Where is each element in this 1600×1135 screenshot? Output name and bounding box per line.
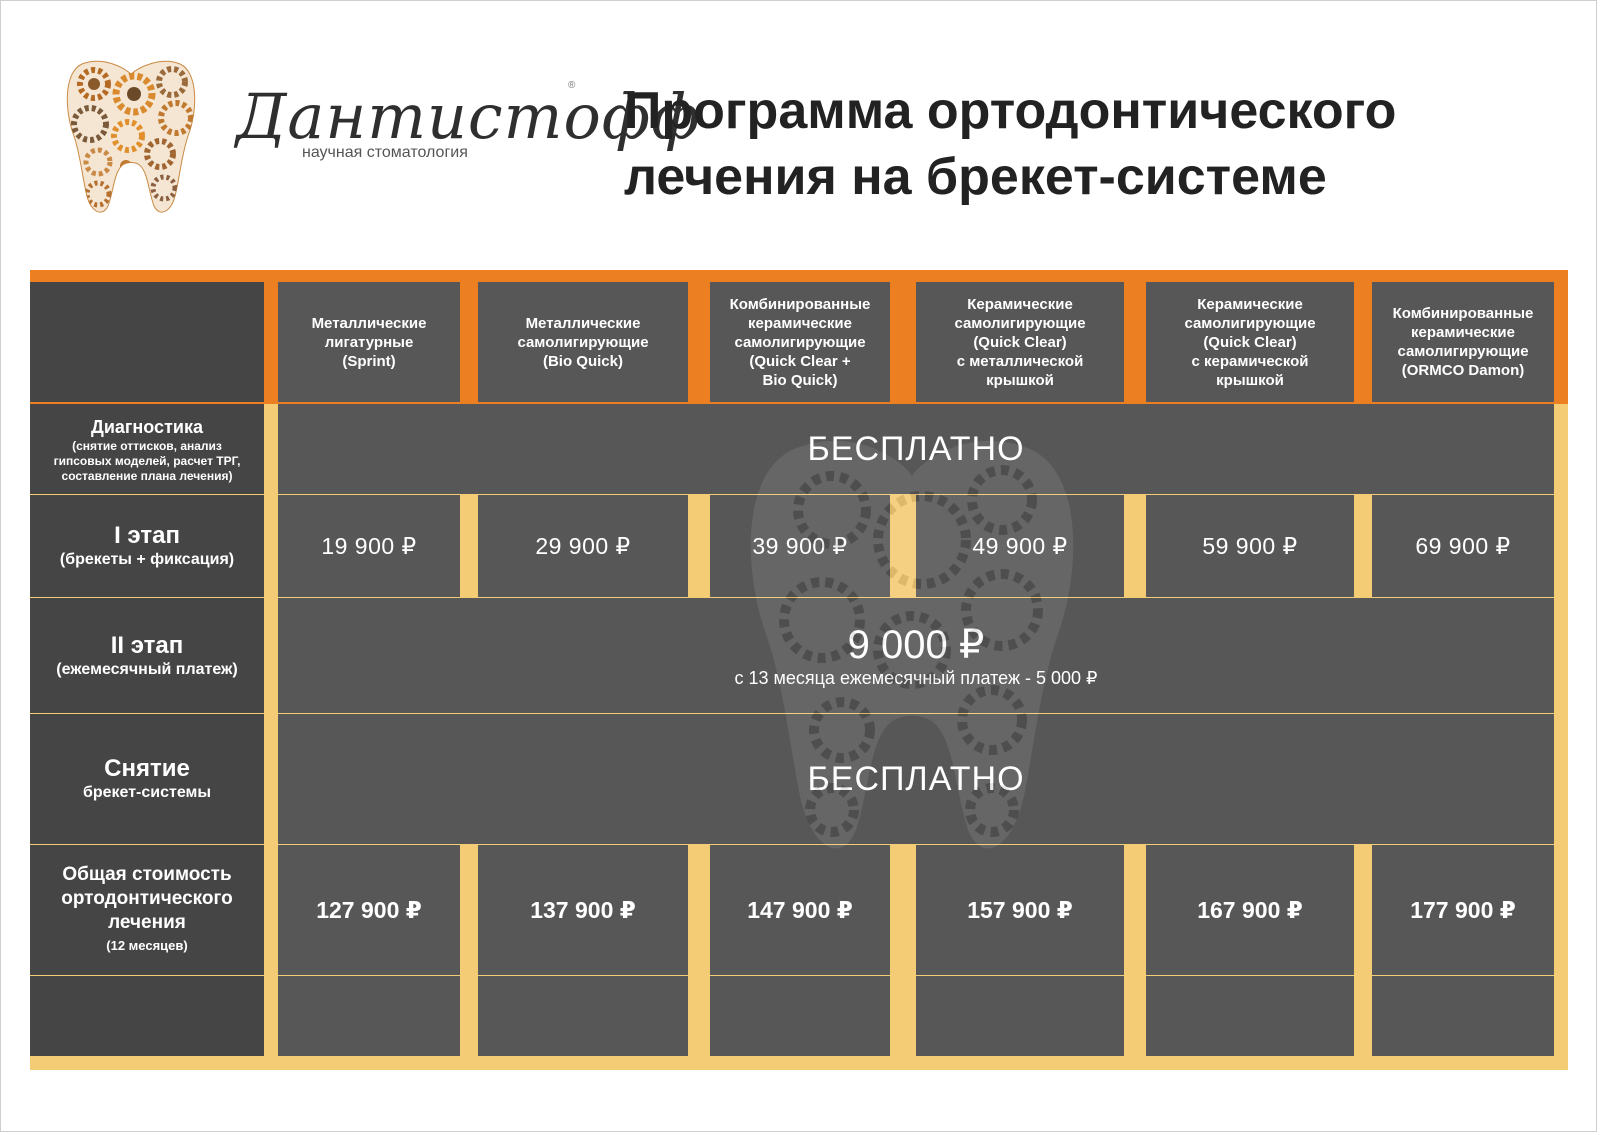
row-title: Снятие [104,755,190,782]
stage1-price-cell: 69 900 ₽ [1372,495,1554,597]
row-detail: составление плана лечения) [61,468,233,483]
total-price-cell: 157 900 ₽ [916,845,1124,975]
tooth-watermark [750,440,1074,849]
header-line: керамические [748,314,852,332]
total-value: 177 900 ₽ [1410,896,1516,923]
page-title: Программа ортодонтического лечения на бр… [624,78,1584,210]
header-line: Bio Quick) [762,371,838,389]
header-line: крышкой [986,371,1054,389]
row-title: I этап [114,522,180,549]
header-line: (Sprint) [342,352,396,370]
column-header: Комбинированные керамические самолигирую… [710,282,890,402]
stage1-price-cell: 59 900 ₽ [1146,495,1354,597]
stage2-value-cell: 9 000 ₽ с 13 месяца ежемесячный платеж -… [278,598,1554,713]
header-line: Металлические [525,314,641,332]
total-price-cell: 177 900 ₽ [1372,845,1554,975]
empty-cell [1372,976,1554,1056]
brand-tagline: научная стоматология [302,144,468,161]
removal-value-cell: БЕСПЛАТНО [278,714,1554,844]
row-label-removal: Снятие брекет-системы [30,714,264,844]
row-subtitle: брекет-системы [82,784,212,801]
price-value: 59 900 ₽ [1202,532,1298,559]
header-line: самолигирующие [734,333,866,351]
registered-mark: ® [568,80,576,91]
row-detail: гипсовых моделей, расчет ТРГ, [53,453,241,468]
monthly-payment: 9 000 ₽ [848,622,985,668]
row-title: Общая стоимость [62,864,232,885]
row-title: лечения [108,912,186,933]
column-header: Керамические самолигирующие (Quick Clear… [916,282,1124,402]
header-line: Комбинированные [1392,305,1534,322]
column-header: Керамические самолигирующие (Quick Clear… [1146,282,1354,402]
empty-cell [478,976,688,1056]
monthly-payment-note: с 13 месяца ежемесячный платеж - 5 000 ₽ [734,668,1098,688]
row-subtitle: (12 месяцев) [106,938,188,953]
header-line: крышкой [1216,371,1284,389]
header-line: с керамической [1191,352,1309,370]
total-value: 157 900 ₽ [967,896,1073,923]
header-line: (ORMCO Damon) [1401,362,1525,379]
brand-name: Дантистофф [236,80,701,153]
empty-cell [710,976,890,1056]
header-line: (Quick Clear + [749,352,851,370]
empty-cell [278,976,460,1056]
header-line: лигатурные [324,333,414,351]
diagnostics-free-label: БЕСПЛАТНО [807,429,1025,468]
row-label-stage2: II этап (ежемесячный платеж) [30,598,264,713]
row-label-diagnostics: Диагностика (снятие оттисков, анализ гип… [30,404,264,494]
total-price-cell: 137 900 ₽ [478,845,688,975]
header-line: Керамические [1197,295,1303,313]
header-line: (Quick Clear) [1203,333,1297,351]
row-title: ортодонтического [61,888,233,909]
empty-cell [1146,976,1354,1056]
price-value: 69 900 ₽ [1415,532,1511,559]
header-line: с металлической [956,352,1084,370]
row-label-stage1: I этап (брекеты + фиксация) [30,495,264,597]
column-header: Комбинированные керамические самолигирую… [1372,282,1554,402]
header-line: Комбинированные [729,295,871,313]
total-value: 147 900 ₽ [747,896,853,923]
column-header: Металлические лигатурные (Sprint) [278,282,460,402]
header-line: (Quick Clear) [973,333,1067,351]
row-subtitle: (ежемесячный платеж) [56,660,238,678]
total-value: 127 900 ₽ [316,896,422,923]
empty-cell [916,976,1124,1056]
total-price-cell: 147 900 ₽ [710,845,890,975]
total-price-cell: 127 900 ₽ [278,845,460,975]
row-label-total: Общая стоимость ортодонтического лечения… [30,845,264,975]
title-line-1: Программа ортодонтического [624,82,1397,140]
header-line: Керамические [967,295,1073,313]
corner-cell [30,282,264,402]
stage1-price-cell: 39 900 ₽ [710,495,890,597]
header-line: самолигирующие [1184,314,1316,332]
stage1-price-cell: 19 900 ₽ [278,495,460,597]
total-value: 137 900 ₽ [530,896,636,923]
header-line: самолигирующие [517,333,649,351]
title-line-2: лечения на брекет-системе [624,148,1327,206]
header-line: самолигирующие [1397,343,1529,360]
row-detail: (снятие оттисков, анализ [72,438,222,453]
price-value: 39 900 ₽ [752,533,847,560]
row-title: II этап [110,631,184,659]
row-subtitle: (брекеты + фиксация) [59,551,235,568]
header-line: керамические [1411,324,1515,341]
total-value: 167 900 ₽ [1197,896,1303,923]
stage1-price-cell: 49 900 ₽ [916,495,1124,597]
row-label-empty [30,976,264,1056]
price-value: 49 900 ₽ [972,533,1067,560]
header-line: самолигирующие [954,314,1086,332]
diagnostics-value-cell: БЕСПЛАТНО [278,404,1554,494]
header-line: Металлические [311,314,427,332]
column-header: Металлические самолигирующие (Bio Quick) [478,282,688,402]
stage1-price-cell: 29 900 ₽ [478,495,688,597]
removal-free-label: БЕСПЛАТНО [807,759,1025,798]
price-value: 29 900 ₽ [535,532,631,559]
price-value: 19 900 ₽ [321,532,417,559]
row-title: Диагностика [91,416,203,437]
tooth-gears-logo [66,60,196,213]
header-line: (Bio Quick) [542,352,623,370]
total-price-cell: 167 900 ₽ [1146,845,1354,975]
